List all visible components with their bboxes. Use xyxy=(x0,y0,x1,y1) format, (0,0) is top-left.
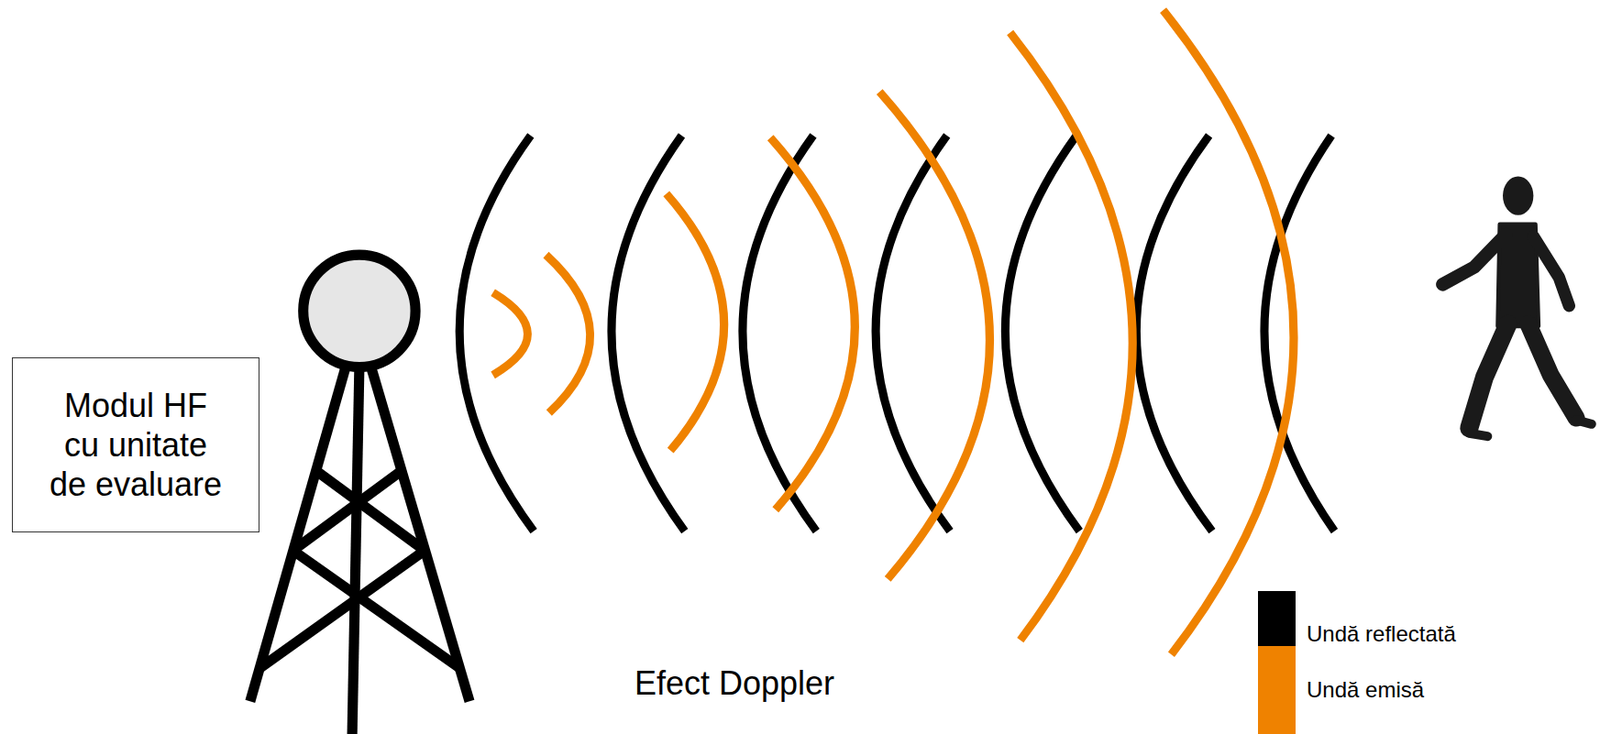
walking-person xyxy=(1442,176,1591,437)
box-label: Modul HF cu unitate de evaluare xyxy=(44,386,227,506)
reflected-waves xyxy=(459,135,1335,532)
legend-swatch xyxy=(1257,591,1296,647)
process-box: Modul HF cu unitate de evaluare xyxy=(11,357,260,533)
emitted-waves xyxy=(493,10,1294,655)
legend-label: Undă reflectată xyxy=(1306,621,1457,648)
legend-swatch xyxy=(1257,646,1296,734)
antenna-tower xyxy=(250,254,470,734)
caption-label: Efect Doppler xyxy=(634,664,835,704)
legend-label: Undă emisă xyxy=(1306,677,1424,704)
